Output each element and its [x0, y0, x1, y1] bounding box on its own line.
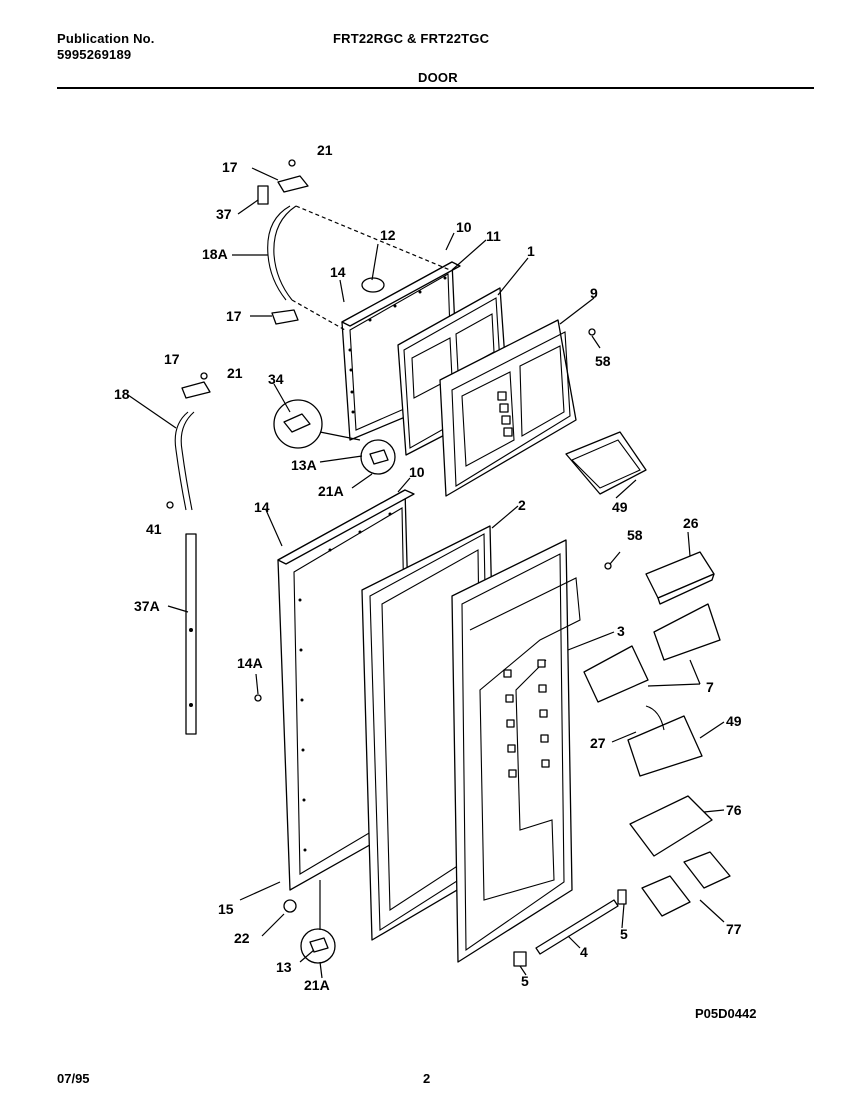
screw-58	[604, 562, 612, 570]
callout-26: 26	[683, 515, 699, 531]
callout-labels: 21 17 37 18A 12 10 11 1 14 9 17 58 17 21…	[114, 142, 742, 993]
callout-9: 9	[590, 285, 598, 301]
callout-49-top: 49	[612, 499, 628, 515]
callout-21A-top: 21A	[318, 483, 344, 499]
callout-7: 7	[706, 679, 714, 695]
bin-76	[629, 795, 713, 857]
callout-17-top: 17	[222, 159, 238, 175]
callout-21-low: 21	[227, 365, 243, 381]
callout-14A: 14A	[237, 655, 263, 671]
liner-screw	[588, 328, 596, 336]
page-number: 2	[423, 1071, 431, 1086]
callout-37A: 37A	[134, 598, 160, 614]
detail-13A-circle	[360, 439, 396, 475]
callout-17-low: 17	[164, 351, 180, 367]
callout-14-low: 14	[254, 499, 270, 515]
shelf-26	[645, 551, 715, 605]
callout-34: 34	[268, 371, 284, 387]
callout-37: 37	[216, 206, 232, 222]
callout-21A-low: 21A	[304, 977, 330, 993]
leader-lines	[127, 167, 725, 979]
bar-4	[535, 899, 619, 955]
fresh-food-door-liner	[451, 539, 581, 963]
publication-date: 07/95	[57, 1071, 90, 1086]
callout-5-right: 5	[620, 926, 628, 942]
callout-12: 12	[380, 227, 396, 243]
header-rule	[57, 87, 814, 89]
shelf-7-upper	[653, 603, 721, 661]
callout-14-top: 14	[330, 264, 346, 280]
callout-27: 27	[590, 735, 606, 751]
publication-label: Publication No.	[57, 31, 155, 46]
callout-22: 22	[234, 930, 250, 946]
callout-5-low: 5	[521, 973, 529, 989]
callout-3: 3	[617, 623, 625, 639]
hinge-bar-37A	[185, 533, 197, 735]
egg-trays-77	[641, 851, 731, 917]
callout-77: 77	[726, 921, 742, 937]
detail-34-circle	[273, 399, 361, 449]
callout-58-top: 58	[595, 353, 611, 369]
model-numbers: FRT22RGC & FRT22TGC	[333, 31, 490, 46]
callout-13: 13	[276, 959, 292, 975]
callout-49-low: 49	[726, 713, 742, 729]
callout-13A: 13A	[291, 457, 317, 473]
callout-15: 15	[218, 901, 234, 917]
callout-4: 4	[580, 944, 588, 960]
screw-14A	[254, 694, 262, 702]
callout-41: 41	[146, 521, 162, 537]
bumper-22	[283, 899, 297, 913]
callout-2: 2	[518, 497, 526, 513]
callout-18A: 18A	[202, 246, 228, 262]
diagram-code: P05D0442	[695, 1006, 757, 1021]
top-hinge	[257, 159, 451, 331]
section-title: DOOR	[418, 70, 458, 85]
callout-76: 76	[726, 802, 742, 818]
callout-21-top: 21	[317, 142, 333, 158]
shelf-7-lower	[583, 645, 649, 703]
publication-number: 5995269189	[57, 47, 132, 62]
callout-10-low: 10	[409, 464, 425, 480]
callout-11: 11	[486, 228, 501, 244]
callout-17-mid: 17	[226, 308, 242, 324]
callout-1: 1	[527, 243, 535, 259]
callout-18: 18	[114, 386, 130, 402]
bin-49-lower	[627, 705, 703, 777]
callout-10-top: 10	[456, 219, 472, 235]
detail-13-circle	[300, 928, 336, 964]
freezer-door-bin	[565, 431, 647, 495]
callout-58-low: 58	[627, 527, 643, 543]
freezer-door-liner	[439, 319, 577, 497]
middle-hinge	[166, 372, 211, 511]
